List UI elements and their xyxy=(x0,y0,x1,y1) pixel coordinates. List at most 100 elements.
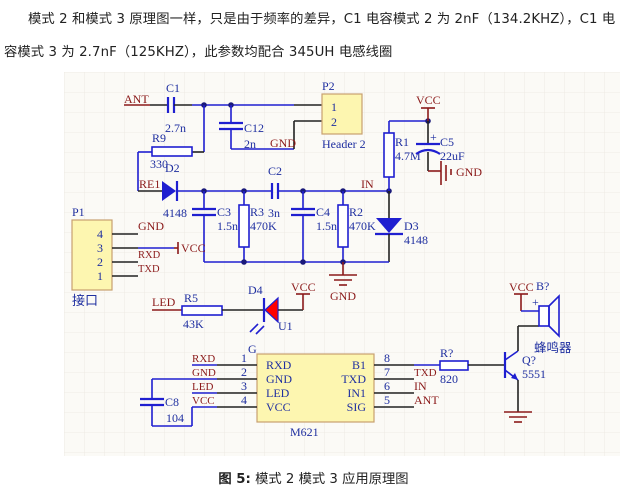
svg-text:22uF: 22uF xyxy=(440,149,465,163)
vcc-symbol-top: VCC xyxy=(416,93,441,121)
svg-text:SIG: SIG xyxy=(347,400,367,414)
led-d4: D4 U1 G xyxy=(248,283,293,356)
svg-text:IN: IN xyxy=(414,379,427,393)
vcc-symbol-buzzer: VCC xyxy=(509,280,534,311)
capacitor-c8: C8 104 xyxy=(140,378,193,427)
svg-text:4148: 4148 xyxy=(404,233,428,247)
svg-text:R9: R9 xyxy=(152,131,166,145)
svg-text:TXD: TXD xyxy=(414,367,437,379)
svg-text:7: 7 xyxy=(384,365,390,379)
svg-text:VCC: VCC xyxy=(266,400,291,414)
svg-text:VCC: VCC xyxy=(416,93,441,107)
svg-text:820: 820 xyxy=(440,372,458,386)
svg-text:GND: GND xyxy=(456,165,482,179)
svg-text:GND: GND xyxy=(192,367,216,379)
connector-p1: P1 4 3 2 1 接口 xyxy=(71,205,113,309)
svg-text:M621: M621 xyxy=(290,425,319,439)
svg-text:D3: D3 xyxy=(404,219,419,233)
svg-text:2: 2 xyxy=(241,365,247,379)
ground-symbol-c5: GND xyxy=(428,161,482,185)
svg-text:8: 8 xyxy=(384,351,390,365)
schematic-svg: ANT C1 2.7n C12 2n GND P2 1 2 Header 2 R… xyxy=(64,72,620,456)
svg-text:43K: 43K xyxy=(183,317,204,331)
svg-text:2: 2 xyxy=(331,115,337,129)
svg-text:RXD: RXD xyxy=(138,250,161,261)
svg-text:4.7M: 4.7M xyxy=(395,149,421,163)
resistor-r5: R5 43K xyxy=(181,291,223,331)
svg-text:ANT: ANT xyxy=(414,393,439,407)
svg-text:5551: 5551 xyxy=(522,367,546,381)
svg-text:C4: C4 xyxy=(316,205,330,219)
svg-text:104: 104 xyxy=(166,411,184,425)
ant-label: ANT xyxy=(124,92,149,106)
ground-symbol-q xyxy=(504,411,532,423)
svg-text:4148: 4148 xyxy=(163,206,187,220)
svg-text:接口: 接口 xyxy=(72,293,98,309)
svg-text:B?: B? xyxy=(536,279,549,293)
svg-text:3n: 3n xyxy=(268,206,280,220)
svg-text:C8: C8 xyxy=(165,395,179,409)
svg-text:P1: P1 xyxy=(72,205,85,219)
resistor-r-unknown: R? 820 xyxy=(439,346,469,386)
svg-text:R?: R? xyxy=(440,346,453,360)
resistor-r2: R2 470K xyxy=(337,191,376,262)
svg-text:5: 5 xyxy=(384,393,390,407)
caption-prefix: 图 5: xyxy=(218,472,251,487)
svg-text:P2: P2 xyxy=(322,79,335,93)
svg-text:C3: C3 xyxy=(217,205,231,219)
svg-text:GND: GND xyxy=(266,372,292,386)
svg-text:D4: D4 xyxy=(248,283,263,297)
svg-text:330: 330 xyxy=(150,157,168,171)
svg-text:蜂鸣器: 蜂鸣器 xyxy=(534,340,572,355)
svg-text:1: 1 xyxy=(331,100,337,114)
svg-text:3: 3 xyxy=(97,241,103,255)
led-net-label: LED xyxy=(152,295,176,309)
svg-text:R2: R2 xyxy=(349,205,363,219)
svg-text:GND: GND xyxy=(138,219,164,233)
svg-text:1: 1 xyxy=(97,269,103,283)
capacitor-c1: C1 2.7n xyxy=(165,81,186,135)
svg-text:D2: D2 xyxy=(165,161,180,175)
paragraph-line-1: 模式 2 和模式 3 原理图一样，只是由于频率的差异，C1 电容模式 2 为 2… xyxy=(28,12,616,27)
svg-text:Q?: Q? xyxy=(522,353,536,367)
svg-text:Header 2: Header 2 xyxy=(322,137,366,151)
figure-caption: 图 5: 模式 2 模式 3 应用原理图 xyxy=(0,468,627,487)
svg-text:1.5n: 1.5n xyxy=(217,219,238,233)
capacitor-c5: + C5 22uF xyxy=(415,121,465,171)
capacitor-c4: C4 1.5n xyxy=(291,191,337,262)
svg-text:C2: C2 xyxy=(268,164,282,178)
caption-text: 模式 2 模式 3 应用原理图 xyxy=(250,472,409,487)
svg-text:1: 1 xyxy=(241,351,247,365)
svg-text:TXD: TXD xyxy=(138,264,160,275)
svg-text:U1: U1 xyxy=(278,319,293,333)
svg-text:+: + xyxy=(430,130,437,144)
ground-symbol-main: GND xyxy=(329,262,357,303)
svg-text:2.7n: 2.7n xyxy=(165,121,186,135)
svg-text:LED: LED xyxy=(192,381,213,393)
svg-text:G: G xyxy=(248,342,257,356)
svg-text:R5: R5 xyxy=(184,291,198,305)
svg-text:3: 3 xyxy=(241,379,247,393)
svg-text:470K: 470K xyxy=(250,219,277,233)
svg-text:B1: B1 xyxy=(352,358,366,372)
in-label: IN xyxy=(361,177,374,191)
svg-text:2n: 2n xyxy=(244,137,256,151)
vcc-label-led: VCC xyxy=(291,280,316,294)
module-m621: M621 RXD GND LED VCC B1 TXD IN1 SIG 1 2 … xyxy=(192,351,439,439)
buzzer: + B? 蜂鸣器 xyxy=(532,279,572,355)
svg-text:RXD: RXD xyxy=(192,353,215,365)
svg-text:470K: 470K xyxy=(349,219,376,233)
gnd-label-p2: GND xyxy=(270,136,296,150)
svg-text:GND: GND xyxy=(330,289,356,303)
capacitor-c2: C2 3n xyxy=(268,164,282,220)
transistor-q: Q? 5551 xyxy=(503,326,546,412)
svg-text:6: 6 xyxy=(384,379,390,393)
vcc-label-p1: VCC xyxy=(181,241,206,255)
re1-label: RE1 xyxy=(139,177,160,191)
svg-text:C12: C12 xyxy=(244,121,264,135)
svg-text:4: 4 xyxy=(241,393,247,407)
connector-p2: P2 1 2 Header 2 xyxy=(321,79,366,151)
svg-text:C5: C5 xyxy=(440,135,454,149)
resistor-r3: R3 470K xyxy=(238,191,277,262)
svg-text:TXD: TXD xyxy=(341,372,366,386)
